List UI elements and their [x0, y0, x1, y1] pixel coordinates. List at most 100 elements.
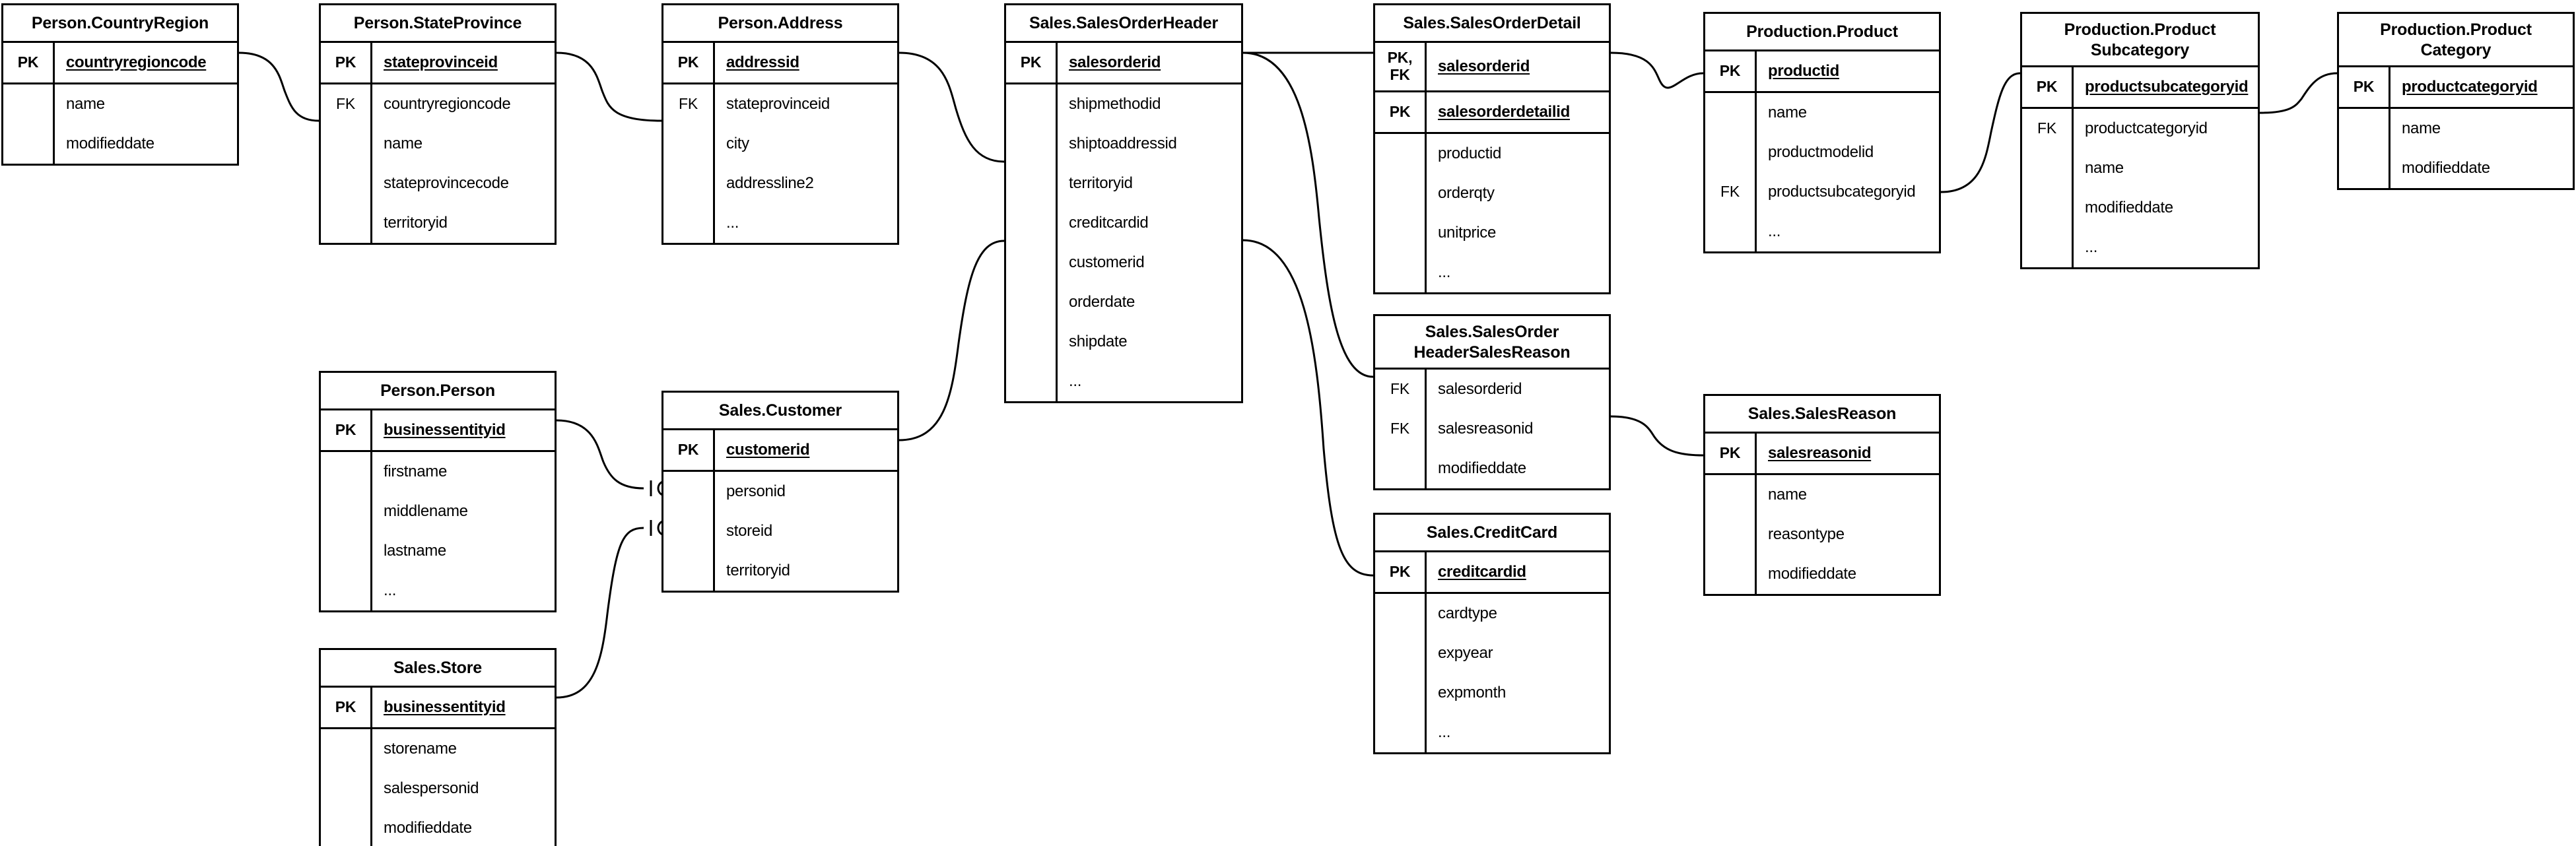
attribute-row[interactable]: orderdate — [1006, 282, 1241, 322]
entity-title-stateprovince: Person.StateProvince — [321, 5, 555, 43]
attribute-name: shiptoaddressid — [1069, 134, 1177, 152]
attribute-row[interactable]: ... — [663, 203, 897, 243]
attribute-row[interactable]: ... — [1006, 361, 1241, 401]
attribute-row[interactable]: ... — [2022, 228, 2258, 267]
attribute-key-label: PK — [1375, 92, 1427, 132]
attribute-name: productid — [1768, 61, 1839, 80]
attribute-row[interactable]: modifieddate — [2339, 148, 2573, 188]
attribute-row[interactable]: storeid — [663, 511, 897, 551]
entity-title-line: Person.Person — [380, 381, 495, 400]
attribute-row[interactable]: name — [321, 123, 555, 164]
attribute-row[interactable]: ... — [1375, 252, 1609, 292]
attribute-name: ... — [1438, 263, 1451, 281]
attribute-row[interactable]: expyear — [1375, 633, 1609, 673]
attribute-name: firstname — [384, 462, 447, 480]
attribute-name: salesorderid — [1069, 53, 1161, 71]
attribute-row[interactable]: shipdate — [1006, 321, 1241, 362]
attribute-key-label — [1375, 173, 1427, 213]
attribute-row[interactable]: city — [663, 123, 897, 164]
attribute-row[interactable]: storename — [321, 729, 555, 769]
attribute-row[interactable]: cardtype — [1375, 593, 1609, 634]
attribute-row[interactable]: modifieddate — [2022, 188, 2258, 228]
attribute-row[interactable]: modifieddate — [321, 808, 555, 846]
entity-title-line: Production.Product — [2064, 20, 2216, 39]
attribute-row[interactable]: territoryid — [1006, 163, 1241, 203]
attribute-row[interactable]: modifieddate — [1375, 449, 1609, 488]
attribute-name: orderdate — [1069, 292, 1135, 311]
attribute-row[interactable]: ... — [321, 570, 555, 610]
attribute-row[interactable]: shipmethodid — [1006, 84, 1241, 124]
attribute-row[interactable]: modifieddate — [1705, 554, 1939, 594]
attribute-row[interactable]: lastname — [321, 531, 555, 571]
attribute-name: stateprovinceid — [384, 53, 498, 71]
attribute-row[interactable]: name — [1705, 92, 1939, 133]
attribute-row[interactable]: addressline2 — [663, 163, 897, 203]
attribute-row[interactable]: reasontype — [1705, 514, 1939, 554]
attribute-key-label — [2022, 228, 2074, 267]
attribute-row[interactable]: creditcardid — [1006, 203, 1241, 243]
attribute-row[interactable]: name — [2022, 148, 2258, 188]
entity-title-line: Category — [2420, 40, 2491, 59]
attribute-row[interactable]: productid — [1375, 133, 1609, 174]
attribute-row[interactable]: shiptoaddressid — [1006, 123, 1241, 164]
attribute-key-label — [1375, 133, 1427, 174]
connector-line — [556, 419, 644, 490]
entity-title-line: Sales.SalesReason — [1747, 405, 1897, 423]
attribute-row[interactable]: name — [2339, 109, 2573, 148]
attribute-row[interactable]: middlename — [321, 491, 555, 531]
attribute-row[interactable]: firstname — [321, 451, 555, 492]
attribute-row[interactable]: ... — [1375, 712, 1609, 752]
attribute-row[interactable]: orderqty — [1375, 173, 1609, 213]
attribute-row[interactable]: territoryid — [663, 550, 897, 591]
attribute-row[interactable]: name — [1705, 474, 1939, 515]
attribute-row[interactable]: productmodelid — [1705, 132, 1939, 172]
attribute-row[interactable]: expmonth — [1375, 672, 1609, 713]
attribute-row[interactable]: personid — [663, 471, 897, 511]
attribute-row[interactable]: salespersonid — [321, 768, 555, 808]
attribute-row[interactable]: ... — [1705, 211, 1939, 251]
connector-rel-salesorderheader-salesorderdetail — [1234, 43, 1391, 63]
attribute-row[interactable]: modifieddate — [3, 123, 237, 164]
attribute-row[interactable]: territoryid — [321, 203, 555, 243]
attribute-row[interactable]: unitprice — [1375, 212, 1609, 253]
attribute-row[interactable]: customerid — [1006, 242, 1241, 282]
attribute-name: modifieddate — [384, 818, 472, 837]
attribute-row[interactable]: stateprovincecode — [321, 163, 555, 203]
attribute-row[interactable]: name — [3, 84, 237, 124]
